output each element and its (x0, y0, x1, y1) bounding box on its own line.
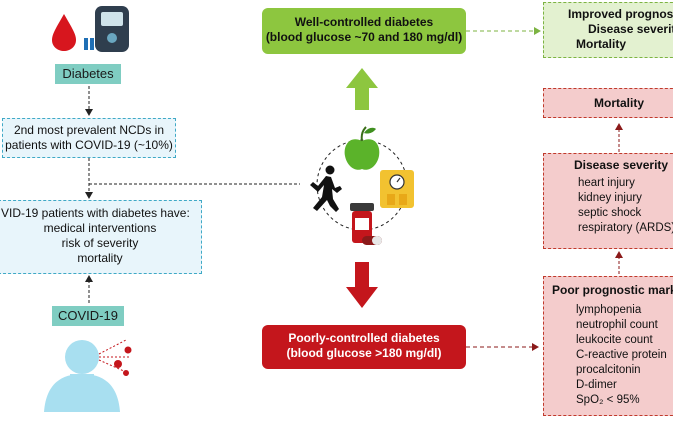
green-up-arrow-icon (346, 68, 378, 110)
marker-item: C-reactive protein (576, 349, 667, 361)
improved-title: Improved prognostic (568, 7, 673, 21)
mortality-box: Mortality (543, 88, 673, 118)
severity-item: respiratory (ARDS) (578, 222, 673, 234)
disease-severity-box: Disease severity heart injury kidney inj… (543, 153, 673, 249)
blood-drop-icon (52, 14, 76, 51)
virus-icon (114, 346, 132, 376)
severity-item: septic shock (578, 207, 642, 219)
improved-item: Disease severity (588, 22, 673, 36)
severity-item: heart injury (578, 177, 635, 189)
well-controlled-title: Well-controlled diabetes (294, 15, 434, 29)
marker-item: D-dimer (576, 379, 617, 391)
patients-box-title: VID-19 patients with diabetes have: (1, 206, 190, 220)
patients-item: medical interventions (43, 221, 157, 235)
patients-item: mortality (77, 251, 123, 265)
patients-item: risk of severity (61, 236, 139, 250)
severity-item: kidney injury (578, 192, 642, 204)
apple-icon (344, 126, 380, 170)
ncd-prevalence-box: 2nd most prevalent NCDs in patients with… (2, 118, 176, 158)
ncd-line-2: patients with COVID-19 (~10%) (5, 138, 173, 152)
medicine-bottle-icon (350, 203, 382, 245)
red-down-arrow-icon (346, 262, 378, 308)
poorly-controlled-range: (blood glucose >180 mg/dl) (286, 346, 442, 360)
mortality-title: Mortality (594, 96, 645, 110)
severity-title: Disease severity (574, 158, 669, 172)
diabetes-label: Diabetes (55, 64, 121, 84)
poor-prognostic-markers-box: Poor prognostic marke lymphopenia neutro… (543, 276, 673, 416)
glucometer-icon (84, 6, 129, 52)
well-controlled-box: Well-controlled diabetes (blood glucose … (262, 8, 466, 54)
ncd-line-1: 2nd most prevalent NCDs in (13, 123, 165, 137)
scale-icon (380, 170, 414, 208)
sneezing-person-icon (44, 339, 130, 412)
marker-item: leukocite count (576, 334, 653, 346)
markers-title: Poor prognostic marke (552, 283, 673, 297)
covid-label: COVID-19 (52, 306, 124, 326)
poorly-controlled-title: Poorly-controlled diabetes (288, 331, 440, 345)
improved-item: Mortality (576, 37, 627, 51)
marker-item: SpO₂ < 95% (576, 394, 640, 406)
poorly-controlled-box: Poorly-controlled diabetes (blood glucos… (262, 325, 466, 369)
runner-icon (310, 165, 342, 212)
covid-diabetes-patients-box: VID-19 patients with diabetes have: medi… (0, 200, 202, 274)
marker-item: lymphopenia (576, 304, 642, 316)
marker-item: neutrophil count (576, 319, 658, 331)
improved-prognostic-box: Improved prognostic Disease severity Mor… (543, 2, 673, 58)
well-controlled-range: (blood glucose ~70 and 180 mg/dl) (265, 30, 463, 44)
marker-item: procalcitonin (576, 364, 641, 376)
